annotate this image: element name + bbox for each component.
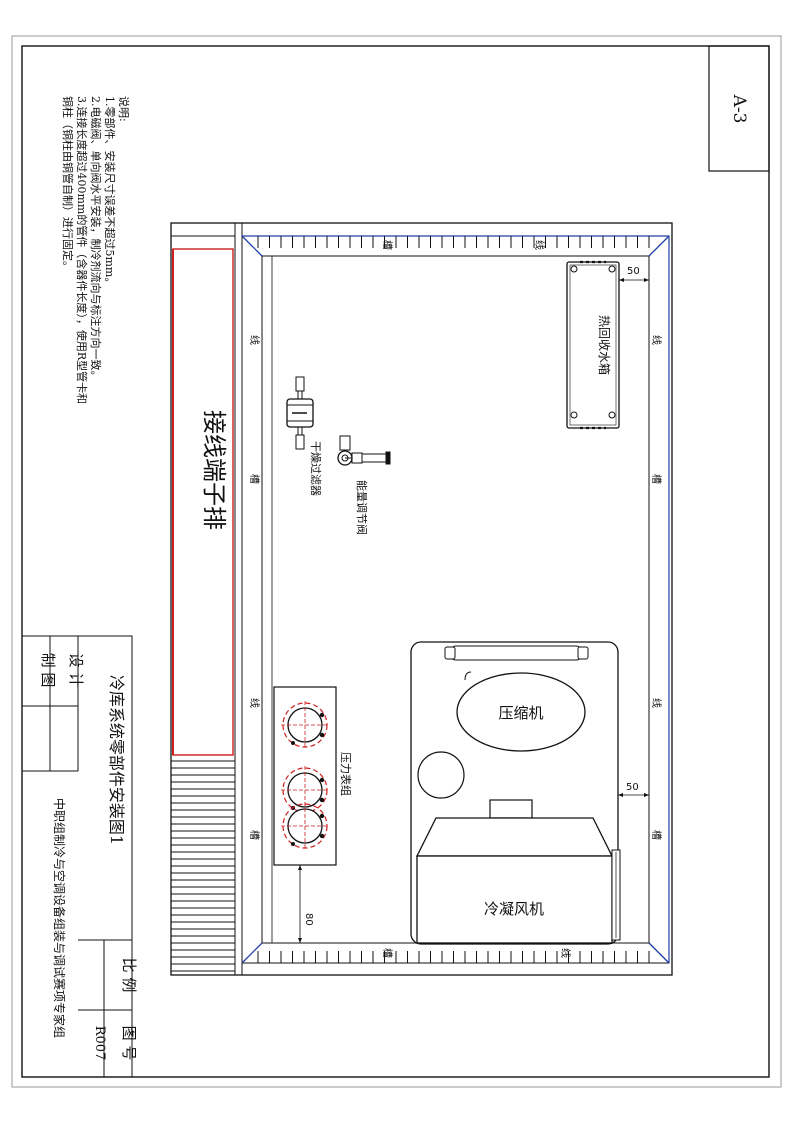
gauge-bolt	[319, 833, 325, 839]
trough-label: 槽	[650, 474, 663, 484]
scale-label: 比 例	[120, 958, 138, 993]
trough-labels: 槽 线 槽 线 线 槽 线 槽 线 槽 线 槽	[248, 240, 663, 958]
heat-recovery-tank: 热回收水箱	[566, 260, 620, 430]
condenser-fan-label: 冷凝风机	[484, 900, 544, 918]
gauge-bolt	[319, 712, 325, 718]
heat-recovery-tank-label: 热回收水箱	[597, 315, 612, 375]
trough-label: 槽	[381, 240, 394, 250]
inner-frame	[21, 45, 770, 1078]
condensing-unit: 压缩机 冷凝风机	[410, 641, 621, 945]
dryer-filter-label: 干燥过滤器	[309, 441, 322, 496]
notes: 说明: 1.零部件、安装尺寸误差不超过5mm。 2.电磁阀、单向阀水平安装，制冷…	[61, 96, 131, 404]
trough-label: 线	[248, 335, 261, 345]
drafter-label: 制 图	[39, 653, 57, 688]
drawing-title: 冷库系统零部件安装图1	[107, 675, 126, 845]
note-1: 1.零部件、安装尺寸误差不超过5mm。	[103, 96, 117, 288]
pressure-gauge-group-label: 压力表组	[339, 752, 353, 796]
drawing-no-label: 图 号	[120, 1026, 138, 1061]
accumulator	[417, 751, 465, 799]
design-label: 设 计	[67, 653, 85, 688]
note-4: 铜柱（铜柱由铜管自制）进行固定。	[61, 96, 75, 272]
gauge-bolt	[319, 797, 325, 803]
trough-label: 槽	[248, 474, 261, 484]
dim-tank-gap: 50	[619, 266, 649, 282]
capacity-valve: 能量调节阀	[337, 435, 391, 535]
organization: 中职组制冷与空调设备组装与调试赛项专家组	[52, 798, 67, 1038]
outer-frame	[11, 35, 782, 1088]
title-block-text: 设 计 制 图 冷库系统零部件安装图1 中职组制冷与空调设备组装与调试赛项专家组…	[39, 653, 138, 1061]
dim-gauge-gap-value: 80	[303, 913, 314, 926]
terminal-strip-label: 接线端子排	[200, 410, 228, 530]
capacity-valve-label: 能量调节阀	[355, 480, 369, 535]
wire-trough	[241, 235, 670, 964]
gauge-bolt	[291, 741, 295, 745]
gauge-bolt	[319, 813, 325, 819]
condenser-fan-housing	[415, 817, 614, 857]
dim-condenser-gap: 50	[618, 782, 649, 797]
note-3: 3.连接长度超过400mm的管件（含器件长度），使用R型管卡和	[75, 96, 89, 404]
mounting-board	[170, 222, 673, 976]
dim-tank-gap-value: 50	[627, 266, 640, 277]
gauge-bolt	[319, 732, 325, 738]
dim-condenser-gap-value: 50	[626, 782, 639, 793]
condenser-fan	[416, 855, 613, 944]
trough-label: 槽	[381, 948, 394, 958]
trough-label: 槽	[248, 830, 261, 840]
title-block	[21, 635, 133, 1078]
drawing-no: R007	[92, 1026, 107, 1061]
dim-gauge-gap: 80	[298, 865, 314, 943]
trough-label: 线	[650, 335, 663, 345]
trough-label: 槽	[650, 830, 663, 840]
gauge-bolt	[319, 777, 325, 783]
gauge-bolt	[291, 842, 295, 846]
compressor-label: 压缩机	[498, 704, 543, 722]
sheet-code-box: A-3	[708, 45, 770, 172]
notes-heading: 说明:	[117, 96, 131, 122]
compressor	[456, 672, 586, 752]
trough-label: 线	[650, 698, 663, 708]
trough-label: 线	[248, 698, 261, 708]
terminal-strip-area: 接线端子排	[171, 223, 243, 975]
sheet-code: A-3	[729, 94, 749, 124]
terminal-strip	[172, 248, 234, 756]
trough-label: 线	[559, 948, 572, 958]
note-2: 2.电磁阀、单向阀水平安装，制冷剂流向与标注方向一致。	[89, 96, 103, 382]
dryer-filter: 干燥过滤器	[286, 376, 322, 496]
trough-label: 线	[533, 240, 546, 250]
pressure-gauge-group: 压力表组	[273, 686, 353, 866]
